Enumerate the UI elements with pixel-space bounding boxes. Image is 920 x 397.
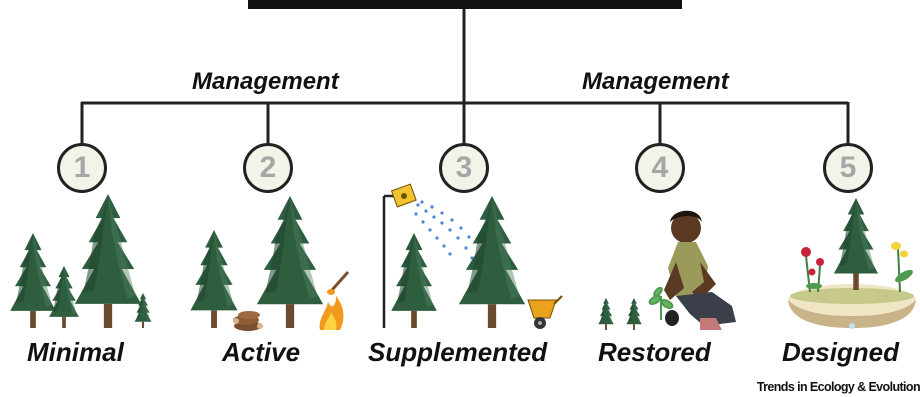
torch-icon — [327, 271, 350, 295]
flowering-plant-icon — [801, 247, 824, 293]
step-number-5: 5 — [823, 143, 873, 193]
conifer-tree-icon — [74, 194, 142, 328]
management-label-left: Management — [192, 68, 339, 95]
conifer-tree-icon — [10, 233, 56, 328]
sprinkler-icon — [390, 183, 417, 208]
management-label-right: Management — [582, 68, 729, 95]
scene-minimal — [10, 194, 152, 328]
hierarchy-lines — [80, 9, 850, 145]
conifer-tree-icon — [833, 198, 879, 290]
category-label-active: Active — [222, 337, 301, 367]
water-spray — [414, 200, 474, 260]
scene-designed — [788, 198, 916, 329]
conifer-tree-icon — [598, 298, 614, 330]
flowering-plant-icon — [891, 242, 913, 293]
scene-restored — [598, 210, 736, 330]
step-number-2: 2 — [243, 143, 293, 193]
conifer-tree-icon — [49, 266, 79, 328]
step-number-3: 3 — [439, 143, 489, 193]
conifer-tree-icon — [190, 230, 238, 328]
soil-island-icon — [788, 284, 916, 329]
step-number-1: 1 — [57, 143, 107, 193]
category-label-designed: Designed — [782, 337, 900, 367]
wheelbarrow-icon — [527, 295, 563, 329]
scene-supplemented — [382, 183, 563, 329]
journal-credit: Trends in Ecology & Evolution — [756, 380, 920, 394]
log-pile-icon — [233, 311, 263, 331]
category-label-restored: Restored — [598, 337, 711, 367]
planting-person-icon — [664, 210, 736, 330]
category-label-supplemented: Supplemented — [368, 337, 548, 367]
fire-icon — [319, 296, 344, 330]
conifer-tree-icon — [626, 298, 642, 330]
conifer-tree-icon — [458, 196, 526, 328]
conifer-tree-icon — [256, 196, 324, 328]
step-number-4: 4 — [635, 143, 685, 193]
category-label-minimal: Minimal — [27, 337, 124, 367]
scene-active — [190, 196, 350, 331]
conifer-tree-icon — [391, 233, 437, 328]
seedling-icon — [648, 286, 674, 320]
title-banner — [248, 0, 682, 9]
